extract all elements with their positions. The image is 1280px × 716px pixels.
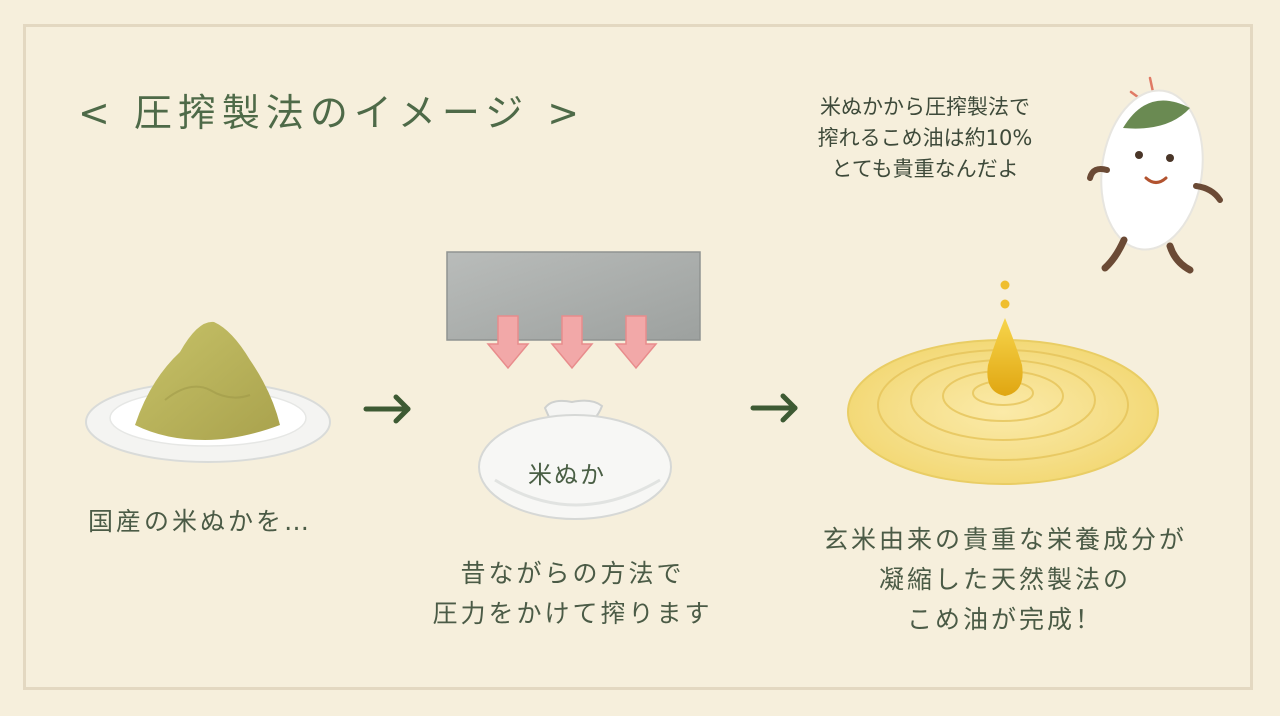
arrow-right-icon [753, 396, 795, 420]
caption-line: 凝縮した天然製法の [770, 560, 1240, 600]
caption-line: こめ油が完成！ [770, 600, 1240, 640]
caption-line: 国産の米ぬかを… [88, 502, 360, 542]
caption-line: 圧力をかけて搾ります [400, 594, 745, 634]
step1-caption: 国産の米ぬかを… [60, 502, 360, 542]
speech-line: 米ぬかから圧搾製法で [770, 92, 1080, 123]
caption-line: 昔ながらの方法で [400, 554, 745, 594]
speech-line: 搾れるこめ油は約10% [770, 123, 1080, 154]
arrow-down-icon [488, 316, 656, 368]
mascot-speech-bubble: 米ぬかから圧搾製法で 搾れるこめ油は約10% とても貴重なんだよ [770, 92, 1080, 185]
rice-mascot [1090, 78, 1220, 270]
oil-drop-icon [987, 281, 1022, 397]
step3-caption: 玄米由来の貴重な栄養成分が 凝縮した天然製法の こめ油が完成！ [770, 520, 1240, 640]
rice-bran-plate [86, 322, 330, 462]
speech-line: とても貴重なんだよ [770, 154, 1080, 185]
arrow-right-icon [366, 397, 408, 421]
step2-caption: 昔ながらの方法で 圧力をかけて搾ります [400, 554, 745, 634]
bag-label: 米ぬか [528, 455, 606, 490]
caption-line: 玄米由来の貴重な栄養成分が [770, 520, 1240, 560]
